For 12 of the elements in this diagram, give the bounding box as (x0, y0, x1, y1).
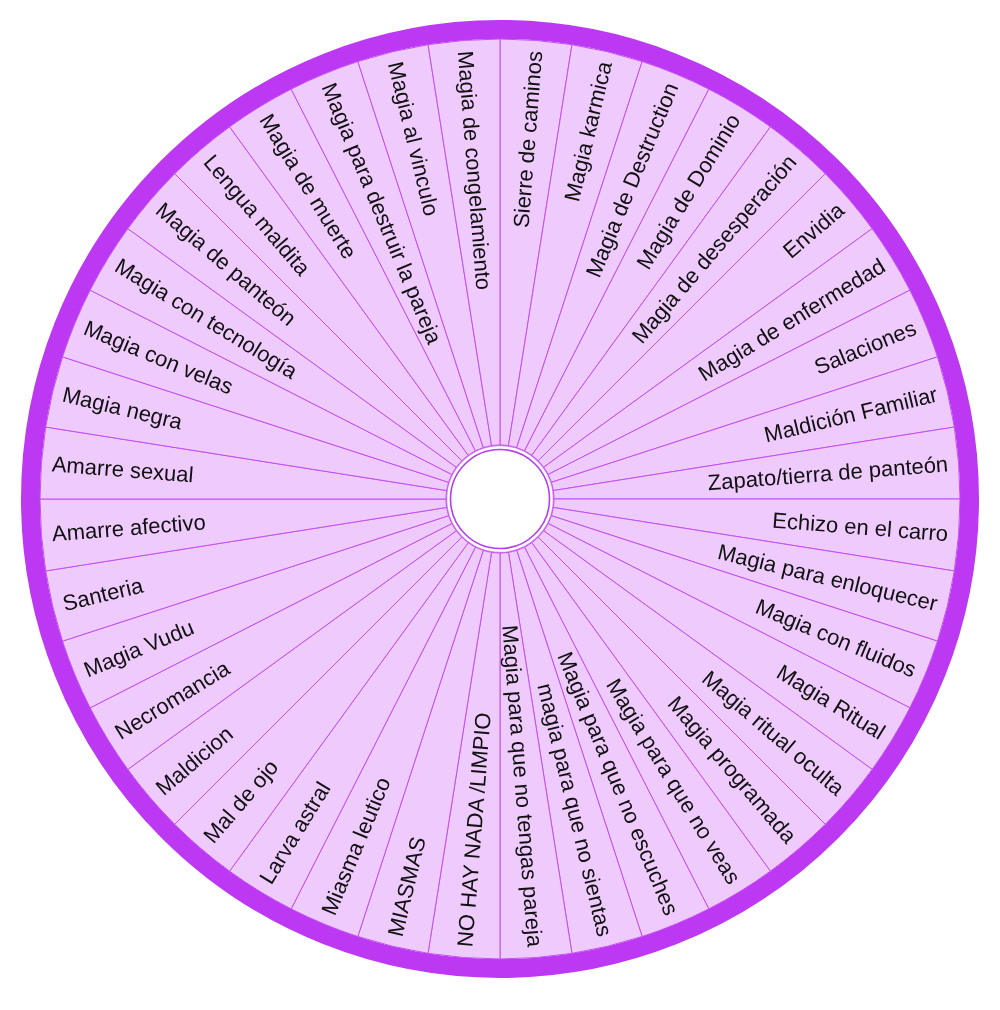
sector-label: Sierre de caminos (508, 50, 548, 230)
sector-label: Amarre afectivo (51, 509, 207, 547)
sector-label: Magia negra (60, 381, 186, 435)
sector-label: Santeria (60, 572, 147, 617)
sector-label: Echizo en el carro (771, 507, 949, 547)
sector-label: Maldición Familiar (761, 381, 940, 448)
sector-label: Zapato/tierra de panteón (706, 451, 949, 496)
sector-label: Magia de congelamiento (452, 50, 497, 292)
sector-label: Amarre sexual (51, 451, 195, 488)
sector-label: NO HAY NADA /LIMPIO (452, 711, 496, 948)
sector-label: MIASMAS (382, 834, 432, 939)
wheel-sector (40, 499, 447, 571)
